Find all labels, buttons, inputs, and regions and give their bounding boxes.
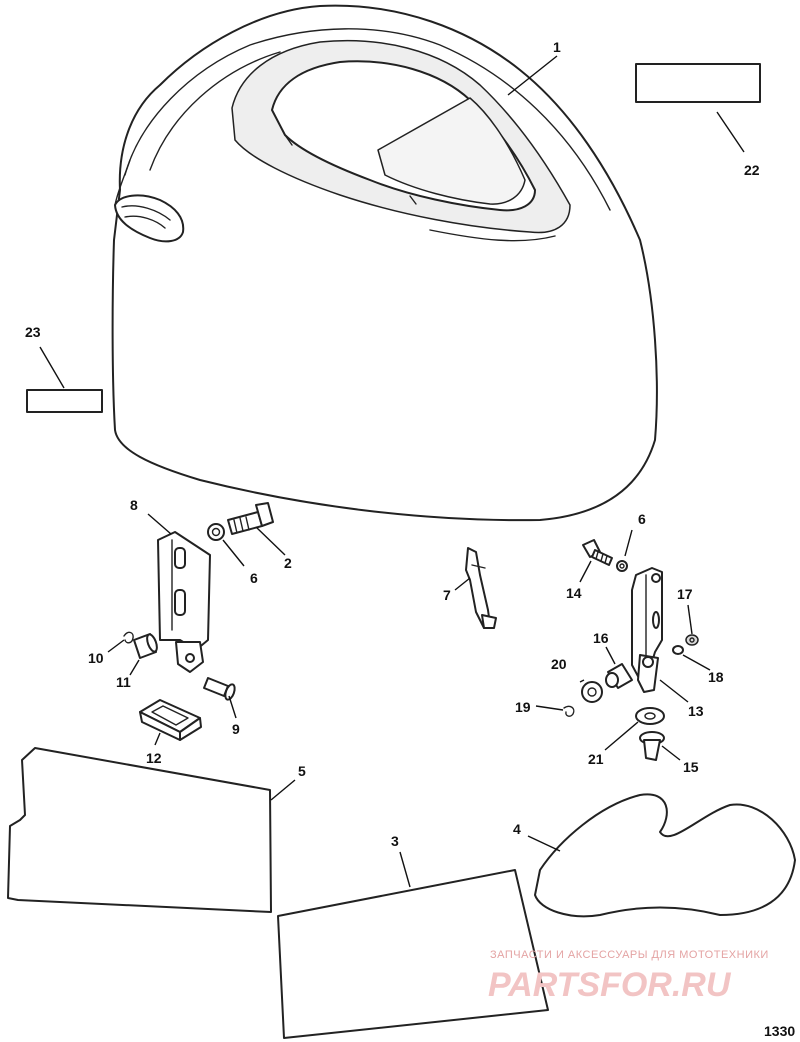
hook-7 bbox=[465, 547, 497, 629]
left-latch-bracket bbox=[157, 531, 211, 673]
watermark-tagline: ЗАПЧАСТИ И АКСЕССУАРЫ ДЛЯ МОТОТЕХНИКИ bbox=[490, 949, 769, 961]
pin-9 bbox=[203, 677, 236, 701]
panel-5 bbox=[7, 747, 272, 913]
callout-6-right: 6 bbox=[638, 511, 646, 527]
leader-lines bbox=[39, 55, 745, 888]
washer-right bbox=[616, 560, 628, 572]
bolt-2 bbox=[227, 502, 274, 535]
watermark-logo: PARTSFOR.RU bbox=[488, 966, 732, 1004]
callout-11: 11 bbox=[116, 674, 131, 690]
rubber-pad-12 bbox=[139, 699, 202, 741]
decal-22-label bbox=[635, 63, 761, 103]
callout-15: 15 bbox=[683, 759, 699, 775]
callout-22: 22 bbox=[744, 162, 760, 178]
callout-5: 5 bbox=[298, 763, 306, 779]
callout-4: 4 bbox=[513, 821, 521, 837]
right-latch-bracket bbox=[631, 567, 663, 693]
bolt-14 bbox=[582, 539, 613, 566]
callout-18: 18 bbox=[708, 669, 724, 685]
callout-21: 21 bbox=[588, 751, 604, 767]
decal-23-label bbox=[26, 389, 103, 413]
callout-20: 20 bbox=[551, 656, 567, 672]
nut-17 bbox=[685, 634, 699, 646]
callout-10: 10 bbox=[88, 650, 104, 666]
callout-1: 1 bbox=[553, 39, 561, 55]
callout-13: 13 bbox=[688, 703, 704, 719]
callout-6-left: 6 bbox=[250, 570, 258, 586]
callout-3: 3 bbox=[391, 833, 399, 849]
stud-16 bbox=[605, 663, 633, 689]
panel-3 bbox=[277, 869, 549, 1039]
callout-23: 23 bbox=[25, 324, 41, 340]
top-cowl bbox=[111, 4, 658, 522]
watermark: ЗАПЧАСТИ И АКСЕССУАРЫ ДЛЯ МОТОТЕХНИКИ PA… bbox=[488, 949, 769, 1004]
figure-number: 1330 bbox=[764, 1023, 795, 1039]
bushing-11 bbox=[133, 633, 158, 659]
callout-12: 12 bbox=[146, 750, 162, 766]
callout-16: 16 bbox=[593, 630, 609, 646]
clip-10 bbox=[123, 631, 134, 644]
callout-19: 19 bbox=[515, 699, 531, 715]
callout-labels: 1 2 3 4 5 6 6 7 8 9 10 11 12 13 14 15 16… bbox=[25, 39, 760, 849]
callout-9: 9 bbox=[232, 721, 240, 737]
washer-21 bbox=[635, 707, 665, 725]
callout-7: 7 bbox=[443, 587, 451, 603]
callout-14: 14 bbox=[566, 585, 582, 601]
washer-left bbox=[207, 523, 225, 541]
grommet-15 bbox=[639, 731, 665, 761]
bushing-20 bbox=[581, 681, 603, 703]
washer-18 bbox=[672, 645, 684, 655]
callout-8: 8 bbox=[130, 497, 138, 513]
callout-2: 2 bbox=[284, 555, 292, 571]
callout-17: 17 bbox=[677, 586, 693, 602]
panel-4 bbox=[534, 793, 796, 918]
clip-19 bbox=[563, 705, 575, 717]
